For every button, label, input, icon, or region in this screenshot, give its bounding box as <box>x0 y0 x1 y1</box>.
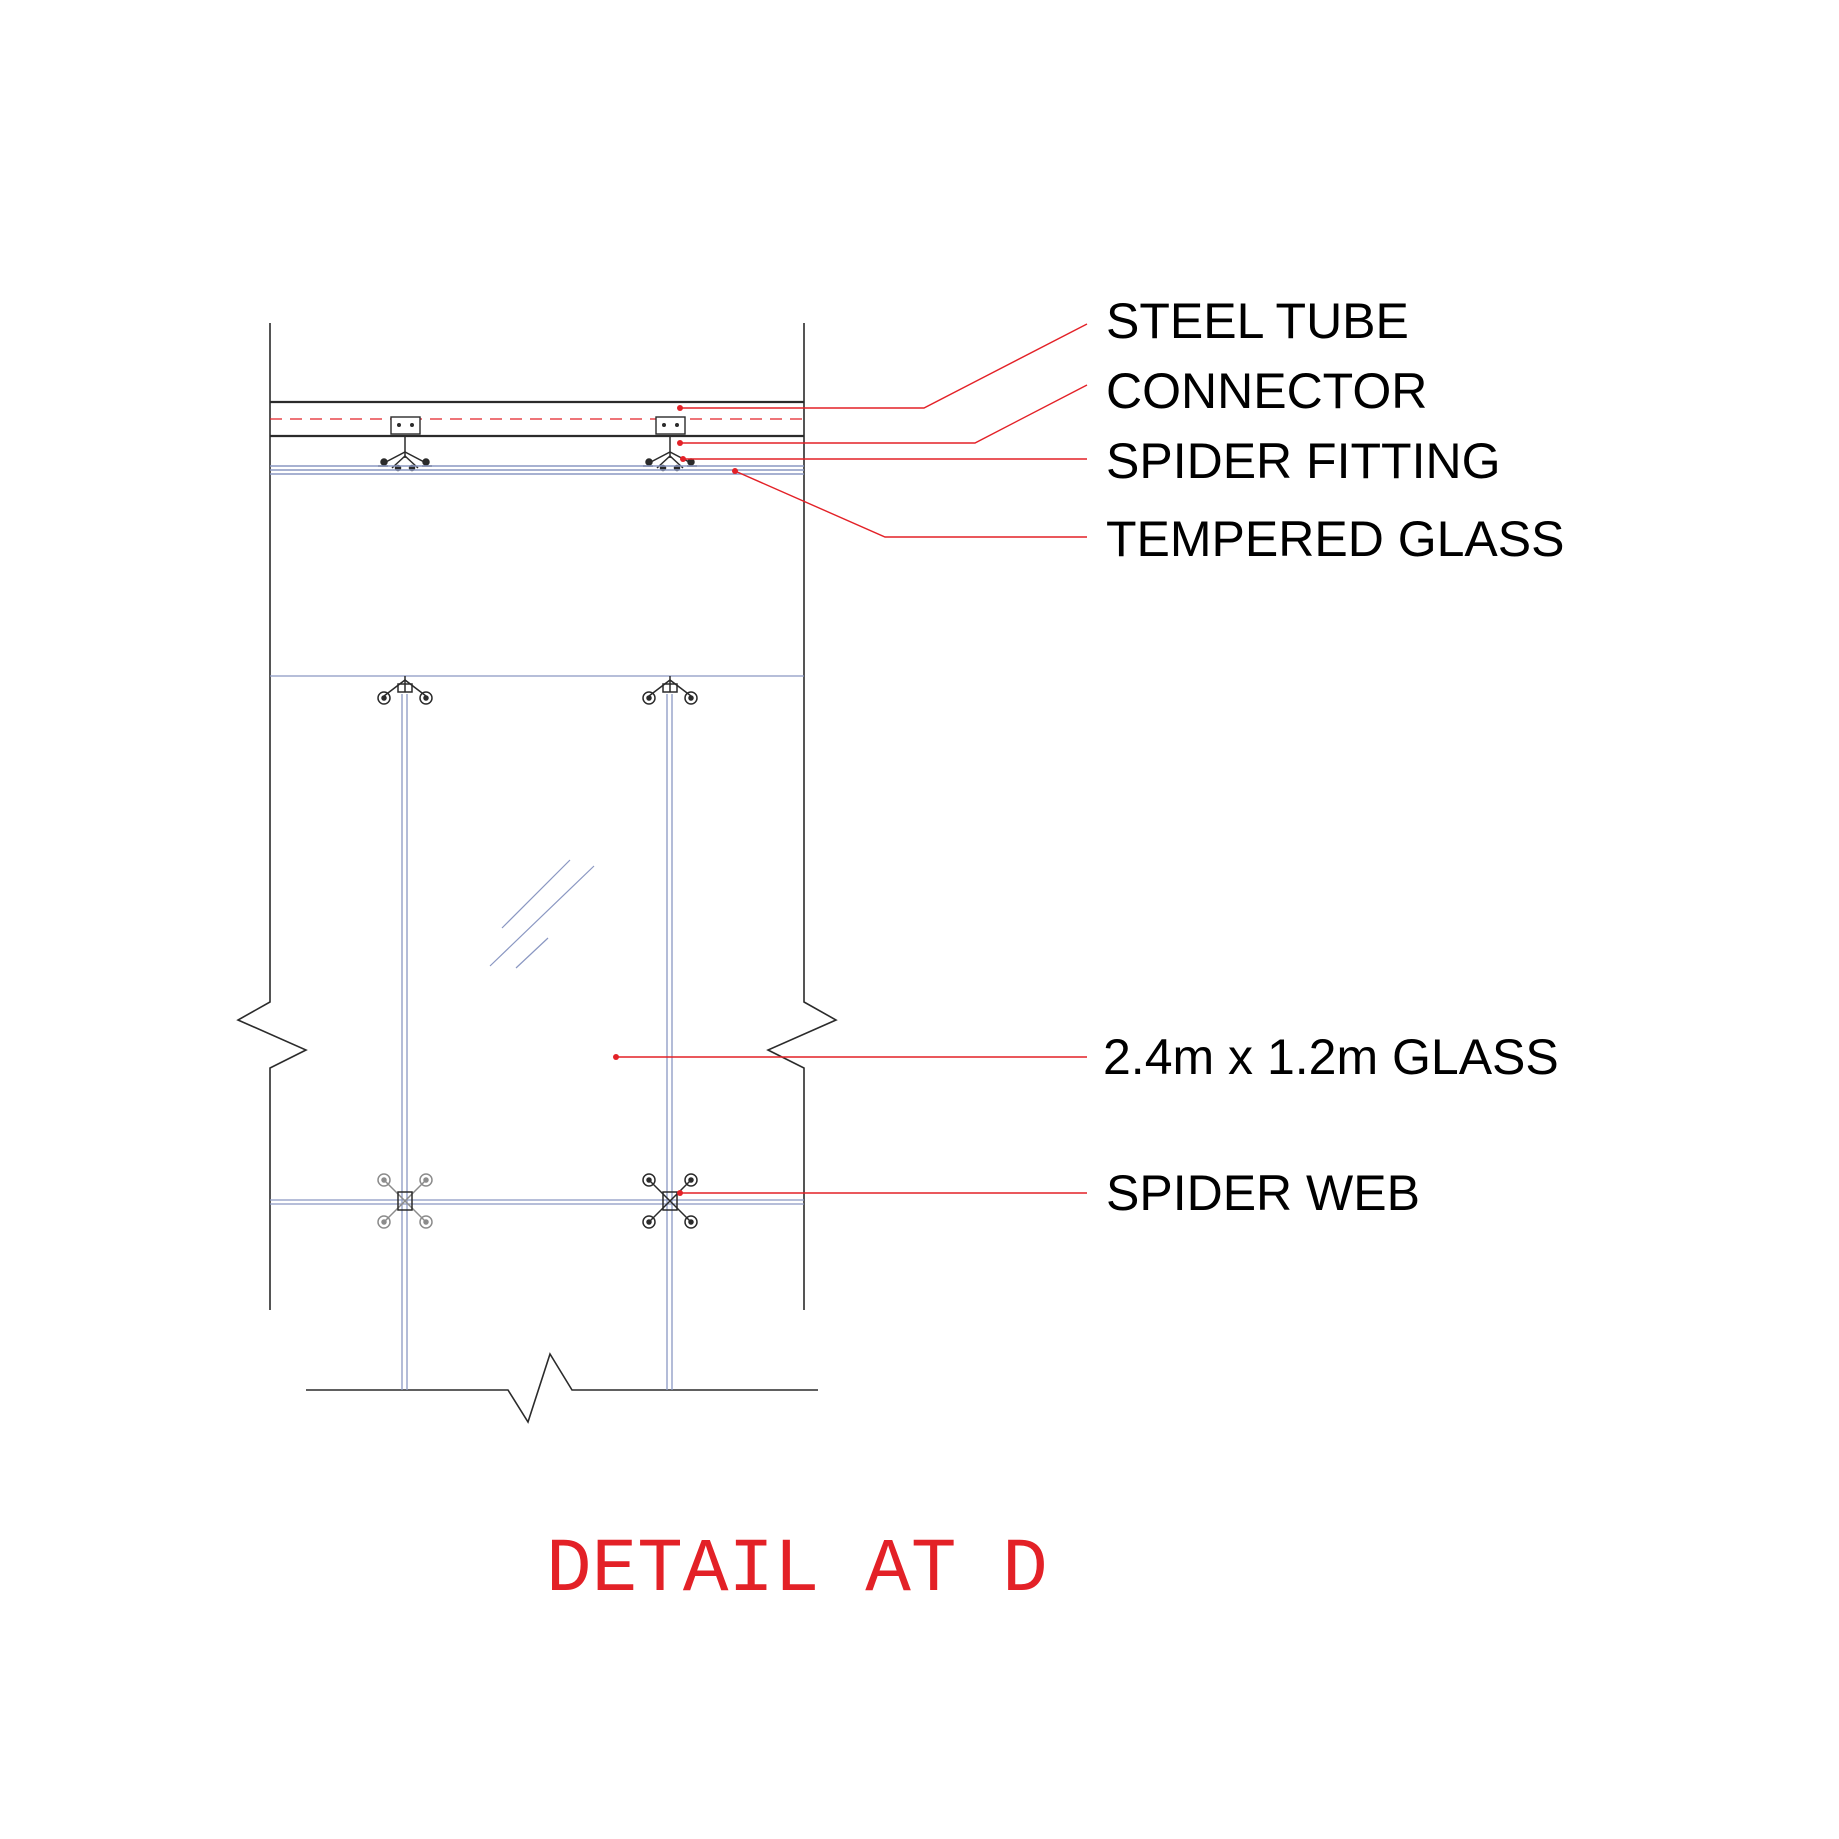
column-outline <box>236 323 838 1424</box>
spider-fitting-elevation-right <box>642 676 698 705</box>
leader-glass-size <box>613 1054 1087 1060</box>
spider-web-right <box>642 1173 698 1229</box>
spider-fitting-elevation-left <box>377 676 433 705</box>
leader-spider-web <box>677 1190 1087 1196</box>
tempered-glass-edge <box>270 465 804 475</box>
spider-web-left <box>377 1173 433 1229</box>
detail-title: DETAIL AT D <box>546 1527 1048 1613</box>
label-spider-fitting: SPIDER FITTING <box>1106 433 1500 489</box>
bottom-break-line <box>306 1352 818 1424</box>
steel-tube <box>270 400 804 438</box>
right-column-edge <box>766 323 838 1310</box>
label-steel-tube: STEEL TUBE <box>1106 293 1409 349</box>
label-connector: CONNECTOR <box>1106 363 1427 419</box>
label-tempered-glass: TEMPERED GLASS <box>1106 511 1564 567</box>
label-glass-size: 2.4m x 1.2m GLASS <box>1103 1029 1559 1085</box>
spider-fitting-top-left <box>378 436 432 472</box>
leader-steel-tube <box>677 323 1088 411</box>
glass-panel <box>270 675 804 1390</box>
glass-reflection-marks <box>489 859 595 969</box>
leader-tempered-glass <box>732 468 1087 538</box>
leader-spider-fitting <box>680 456 1087 462</box>
connector-left <box>390 416 421 435</box>
left-column-edge <box>236 323 308 1310</box>
connector-right <box>655 416 686 435</box>
leader-connector <box>677 384 1088 446</box>
label-spider-web: SPIDER WEB <box>1106 1165 1420 1221</box>
